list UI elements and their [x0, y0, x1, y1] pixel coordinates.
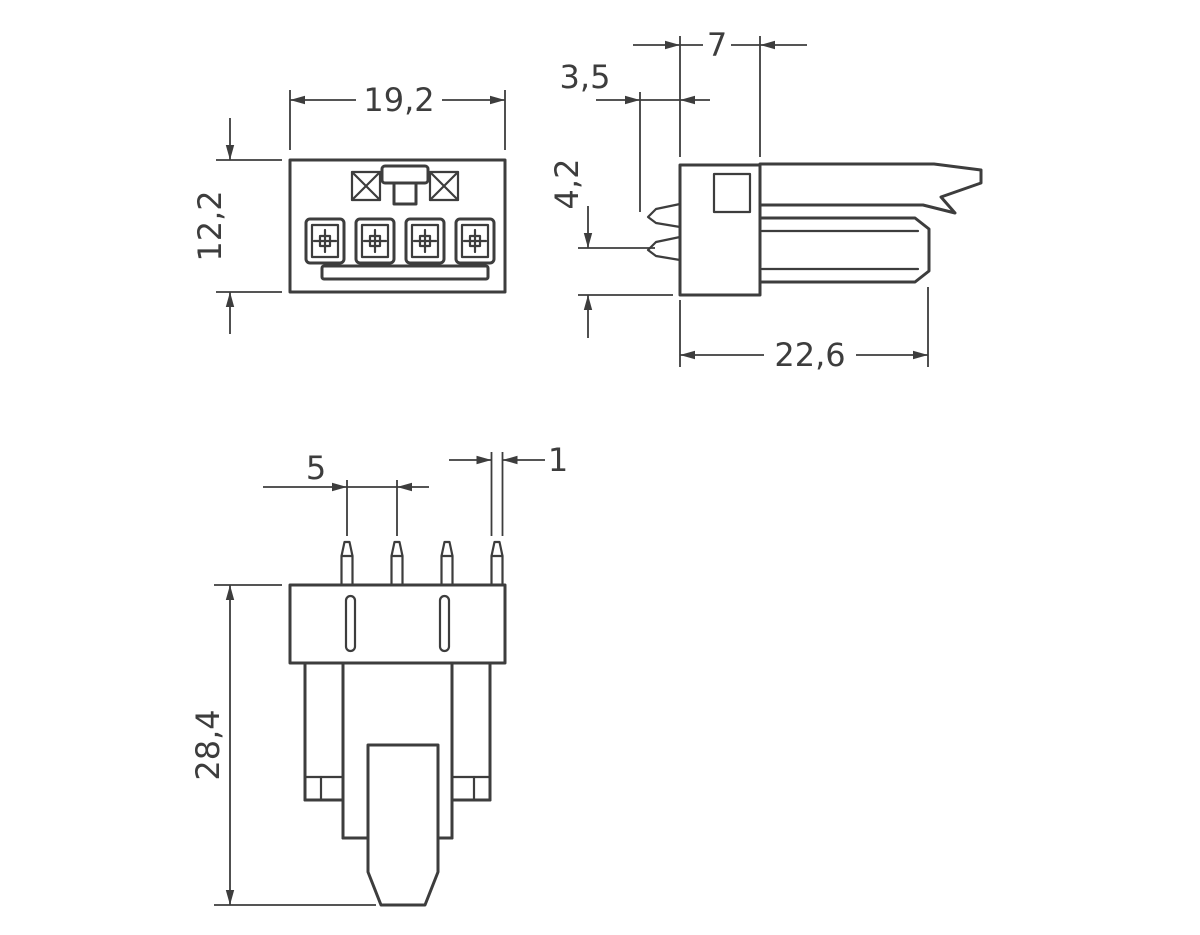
pin-width-label: 1 [548, 441, 568, 479]
terminal-outer [404, 217, 446, 265]
total-height-label: 28,4 [189, 709, 227, 780]
arrowhead [225, 292, 235, 307]
terminal-port-4 [454, 217, 496, 265]
arrowhead [225, 585, 235, 600]
center-plug-pin [366, 743, 440, 907]
dimension-front-height: 12,2 [191, 118, 282, 334]
pin-offset-label: 4,2 [548, 159, 586, 210]
dimension-total-depth: 22,6 [679, 287, 929, 374]
screw-head [468, 234, 482, 248]
total-depth-label: 22,6 [774, 336, 845, 374]
arrowhead [397, 482, 412, 492]
dimension-pin-width: 1 [449, 441, 568, 536]
pin-protrusion-label: 3,5 [560, 58, 611, 96]
side-body-outline [678, 163, 762, 297]
bottom-upper-body [288, 583, 507, 665]
dimension-pin-pitch: 5 [263, 449, 429, 536]
dimension-total-height: 28,4 [189, 584, 376, 906]
dimension-body-depth: 7 [633, 26, 807, 157]
hatch-line [350, 170, 382, 202]
dimension-pin-offset: 4,2 [548, 159, 673, 338]
terminal-outer [304, 217, 346, 265]
terminal-inner [360, 223, 390, 259]
front-height-label: 12,2 [191, 190, 229, 261]
screw-head [368, 234, 382, 248]
terminal-port-3 [404, 217, 446, 265]
pcb-pins [340, 540, 504, 587]
terminal-port-1 [304, 217, 346, 265]
dimension-front-width: 19,2 [289, 81, 506, 150]
hatch-line [428, 170, 460, 202]
arrowhead [665, 40, 680, 50]
terminal-outer [454, 217, 496, 265]
vent-slot-left [344, 594, 357, 653]
solder-pin-upper [646, 202, 682, 229]
side-view: 7 3,5 4,2 22,6 [548, 26, 983, 374]
pin-pitch-label: 5 [306, 449, 326, 487]
latch-hatched-block-right [428, 170, 460, 202]
arrowhead [913, 350, 928, 360]
arrowhead [583, 295, 593, 310]
latch-tab-stem [392, 181, 418, 206]
arrowhead [332, 482, 347, 492]
arrowhead [502, 455, 518, 465]
arrowhead [760, 40, 775, 50]
pcb-pin [490, 540, 504, 587]
terminal-inner [460, 223, 490, 259]
arrowhead [225, 145, 235, 160]
terminal-outer [354, 217, 396, 265]
terminal-port-2 [354, 217, 396, 265]
vent-slot-right [438, 594, 451, 653]
arrowhead [583, 233, 593, 248]
locking-latch-arm [758, 162, 983, 215]
arrowhead [476, 455, 492, 465]
pcb-pin [340, 540, 354, 587]
bottom-lower-housing [303, 661, 492, 907]
arrowhead [680, 350, 695, 360]
solder-pin-lower [646, 235, 682, 262]
dimension-pin-protrusion: 3,5 [560, 58, 710, 212]
arrowhead [225, 890, 235, 905]
pcb-pin [390, 540, 404, 587]
latch-hatched-block-left [350, 170, 382, 202]
arrowhead [625, 95, 640, 105]
body-depth-label: 7 [707, 26, 727, 64]
front-body-outline [288, 158, 507, 294]
arrowhead [290, 95, 305, 105]
contact-blade [758, 216, 931, 284]
cable-slot [320, 264, 490, 281]
front-width-label: 19,2 [363, 81, 434, 119]
front-view: 19,2 12,2 [191, 81, 507, 334]
screw-head [418, 234, 432, 248]
pcb-pin [440, 540, 454, 587]
side-body-inner-detail [712, 172, 752, 214]
latch-tab-top [380, 164, 430, 185]
screw-head [318, 234, 332, 248]
bottom-view: 5 1 28,4 [189, 441, 568, 907]
arrowhead [680, 95, 695, 105]
terminal-inner [310, 223, 340, 259]
arrowhead [490, 95, 505, 105]
terminal-inner [410, 223, 440, 259]
latch-assembly [350, 164, 460, 206]
